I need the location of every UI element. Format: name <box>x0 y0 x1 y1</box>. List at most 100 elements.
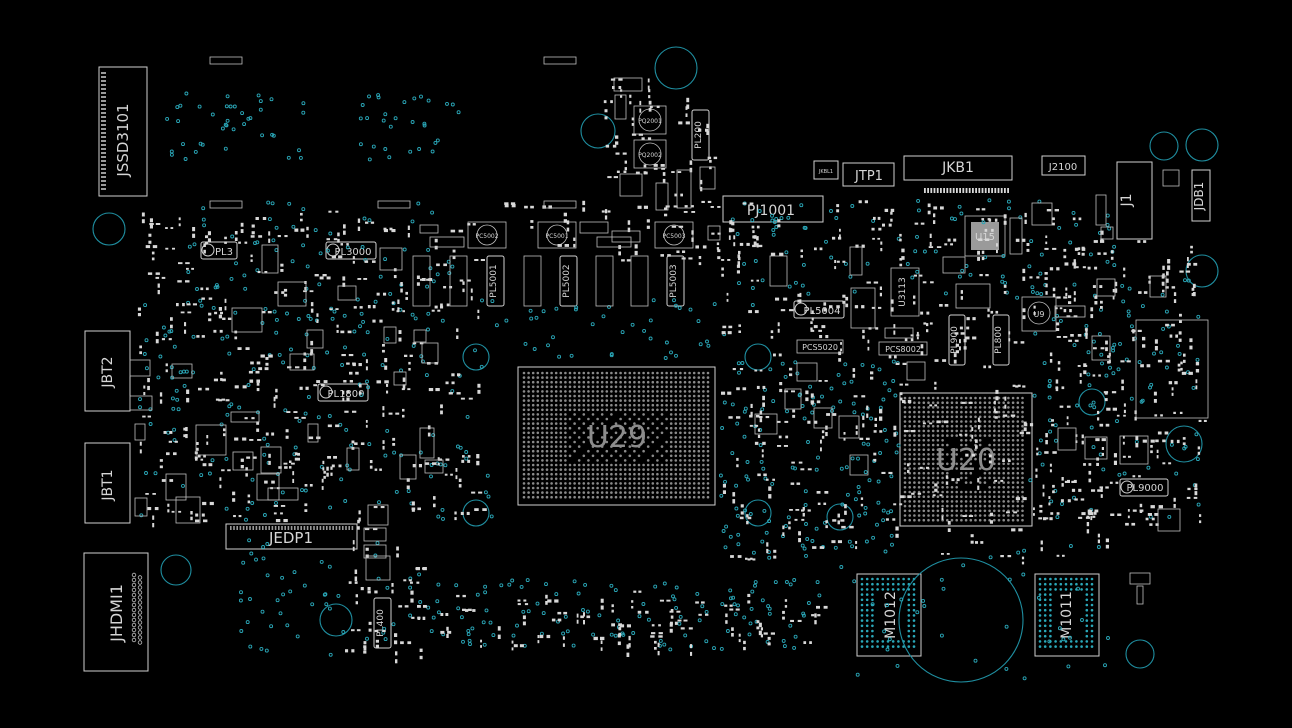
smd-pad <box>671 225 677 228</box>
bga-ball <box>697 482 701 485</box>
bga-ball <box>1011 471 1015 475</box>
smd-pad <box>1177 363 1181 367</box>
bga-ball <box>1038 614 1042 617</box>
bga-ball <box>591 463 595 467</box>
via <box>340 363 345 367</box>
smd-pad <box>583 612 585 617</box>
via <box>429 629 434 634</box>
via <box>352 329 357 334</box>
bga-ball <box>642 408 645 412</box>
bga-ball <box>1021 486 1024 489</box>
connector-pin <box>946 188 949 193</box>
component-outline <box>614 94 627 120</box>
bga-ball <box>674 463 678 467</box>
via <box>535 601 540 606</box>
via <box>829 255 834 260</box>
bga-ball <box>913 448 916 452</box>
bga-ball <box>596 482 599 485</box>
via <box>1140 304 1145 309</box>
bga-ball <box>702 394 705 398</box>
bga-ball <box>1011 429 1015 433</box>
via <box>637 614 642 619</box>
smd-pad <box>157 290 160 295</box>
connector-jedp1: JEDP1 <box>225 523 358 550</box>
bga-ball <box>936 504 940 508</box>
bga-ball <box>1016 504 1020 508</box>
bga-ball <box>706 495 710 499</box>
component-outline <box>393 371 407 386</box>
smd-pad <box>836 209 840 213</box>
via <box>328 505 333 510</box>
bga-ball <box>931 448 935 452</box>
smd-pad <box>929 233 932 238</box>
smd-pad <box>845 303 849 308</box>
component-outline <box>699 166 716 190</box>
bga-ball <box>541 376 544 379</box>
smd-pad <box>482 508 487 511</box>
smd-pad <box>618 627 622 631</box>
bga-ball <box>917 486 921 489</box>
via <box>878 451 883 455</box>
smd-pad <box>800 249 803 253</box>
bga-ball <box>917 415 921 419</box>
inductor-pl5002: PL5002 <box>559 255 578 307</box>
bga-ball <box>692 385 696 389</box>
bga-ball <box>692 454 696 458</box>
bga-ball <box>697 380 701 384</box>
bga-ball <box>950 467 954 470</box>
smd-pad <box>626 624 631 628</box>
bga-ball <box>559 472 563 476</box>
smd-pad <box>218 314 222 319</box>
smd-pad <box>1055 386 1059 390</box>
via <box>1086 350 1091 355</box>
via <box>883 549 888 554</box>
smd-pad <box>522 615 526 620</box>
smd-pad <box>227 317 232 320</box>
bga-ball <box>633 408 636 412</box>
bga-ball <box>688 371 691 375</box>
component-outline <box>769 255 788 287</box>
smd-pad <box>1063 248 1067 252</box>
via <box>750 303 755 307</box>
via <box>187 244 192 249</box>
bga-ball <box>983 490 987 494</box>
mounting-hole <box>1185 254 1219 288</box>
bga-ball <box>665 440 668 444</box>
bga-ball <box>587 495 590 499</box>
connector-pin <box>101 104 106 106</box>
smd-pad <box>1051 423 1054 427</box>
smd-pad <box>988 460 992 464</box>
bga-ball <box>1075 645 1078 648</box>
bga-ball <box>605 371 609 375</box>
bga-ball <box>674 491 678 494</box>
bga-ball <box>674 477 678 481</box>
smd-pad <box>807 420 811 424</box>
smd-pad <box>192 303 197 306</box>
smd-pad <box>1048 502 1051 506</box>
bga-ball <box>527 417 530 421</box>
bga-ball <box>559 477 563 481</box>
smd-pad <box>738 250 741 255</box>
bga-ball <box>927 457 930 461</box>
smd-pad <box>335 424 340 428</box>
smd-pad <box>1177 368 1181 372</box>
chip-m1011: M1011 <box>1034 573 1100 657</box>
smd-pad <box>824 491 829 494</box>
smd-pad <box>1174 381 1178 385</box>
bga-ball <box>591 385 595 389</box>
via <box>301 101 306 106</box>
bga-ball <box>871 619 874 622</box>
bga-ball <box>1011 467 1015 470</box>
bga-ball <box>582 403 586 407</box>
via <box>214 283 219 288</box>
smd-pad <box>1132 336 1135 342</box>
smd-pad <box>440 303 443 307</box>
bga-ball <box>536 468 540 471</box>
smd-pad <box>800 255 803 258</box>
bga-ball <box>660 422 664 425</box>
smd-pad <box>219 477 222 481</box>
smd-pad <box>1094 301 1098 305</box>
smd-pad <box>207 231 211 236</box>
smd-pad <box>357 519 360 524</box>
bga-ball <box>669 468 673 471</box>
